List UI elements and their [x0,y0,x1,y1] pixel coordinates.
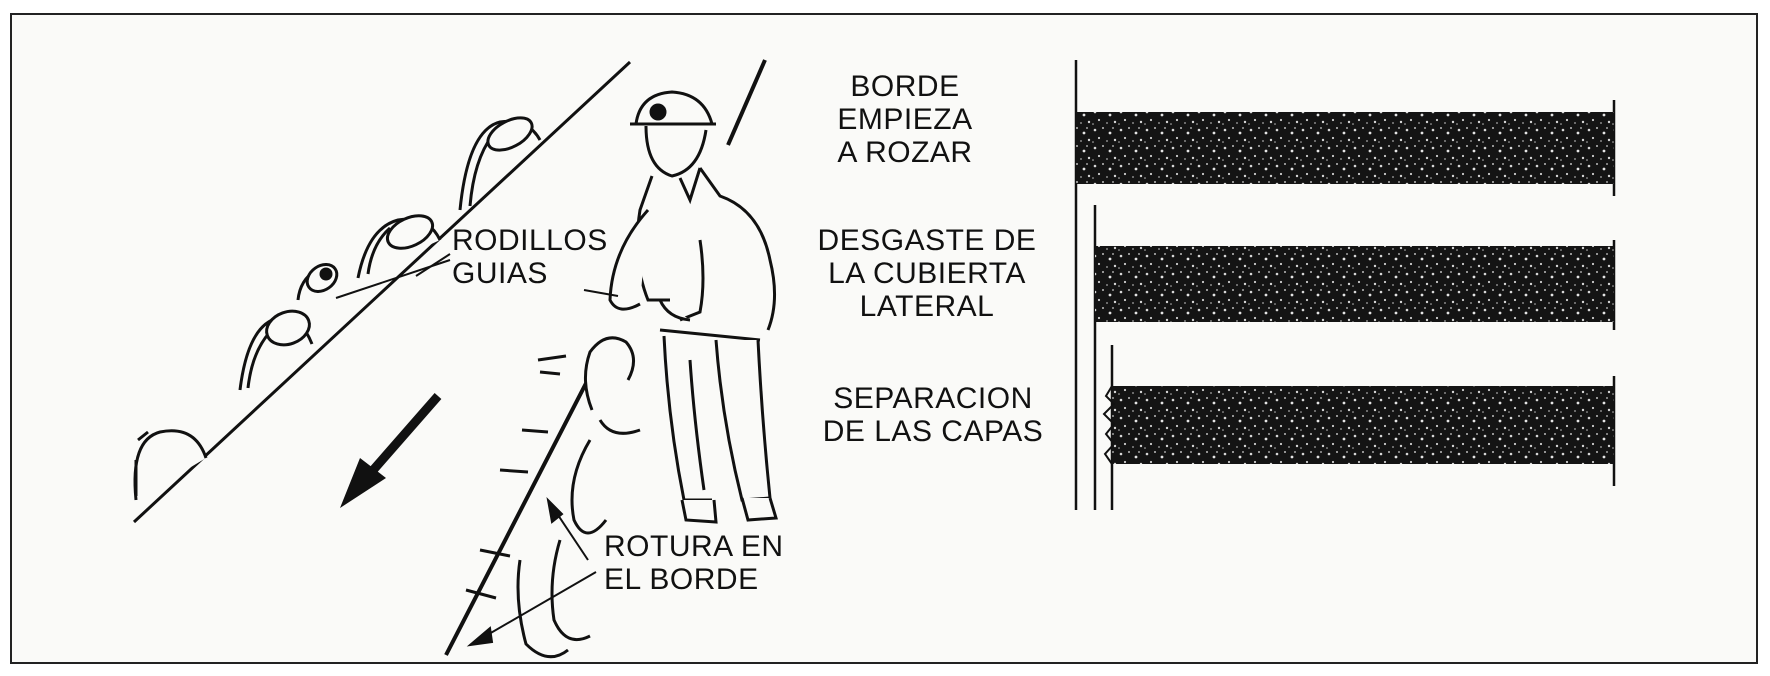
leader-lines [335,253,619,647]
label-borde-empieza-a-rozar: BORDE EMPIEZA A ROZAR [837,70,973,169]
conveyor-belt-edge [132,60,632,524]
label-rotura-en-el-borde: ROTURA EN EL BORDE [604,530,784,596]
label-rodillos-guias: RODILLOS GUIAS [452,224,608,290]
belt-sample-edge-rubbing [1076,112,1614,184]
belt-direction-arrow-icon [340,393,442,508]
idler-roller-5-icon [458,116,542,211]
lower-belt-edge [444,59,767,656]
label-separacion-de-las-capas: SEPARACION DE LAS CAPAS [822,382,1044,448]
idler-roller-1-icon [133,429,208,501]
idler-roller-4-icon [356,214,442,279]
idler-roller-2-icon [238,309,314,391]
side-guide-roller-icon [465,336,641,659]
miner-with-helmet-icon [608,90,778,524]
label-desgaste-cubierta-lateral: DESGASTE DE LA CUBIERTA LATERAL [817,224,1037,323]
idler-roller-3-icon [296,263,339,301]
belt-sample-cover-wear [1095,246,1614,322]
ply-separation-frayed-edge-icon [1102,385,1116,465]
belt-sample-ply-separation [1112,386,1614,464]
